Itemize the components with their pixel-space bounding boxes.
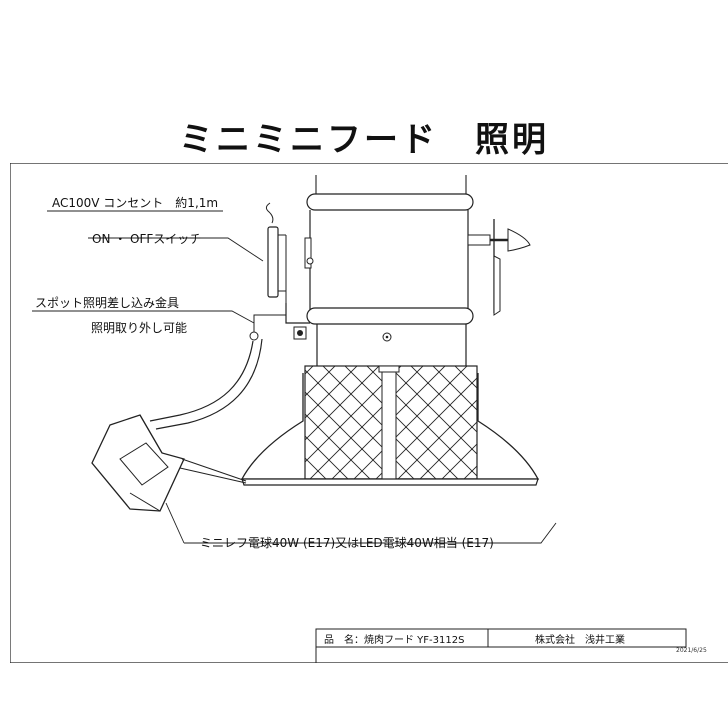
drawing-sheet [10, 163, 728, 663]
callout-bracket: スポット照明差し込み金具 [35, 296, 180, 310]
switch-and-bracket [249, 202, 310, 341]
drawing-date: 2021/6/25 [676, 647, 707, 654]
callout-bulb: ミニレフ電球40W (E17)又はLED電球40W相当 (E17) [200, 536, 494, 550]
hood-drawing [240, 175, 540, 486]
page-title: ミニミニフード 照明 [179, 120, 549, 160]
callout-outlet: AC100V コンセント 約1,1m [52, 196, 219, 210]
spotlight [91, 338, 263, 512]
company-name: 株式会社 浅井工業 [535, 635, 625, 646]
callout-removable: 照明取り外し可能 [91, 321, 188, 335]
title-block [315, 628, 687, 663]
leader-lines [32, 210, 557, 544]
product-name: 品 名：焼肉フード YF-3112S [324, 635, 465, 646]
callout-switch: ON ・ OFFスイッチ [92, 232, 202, 246]
